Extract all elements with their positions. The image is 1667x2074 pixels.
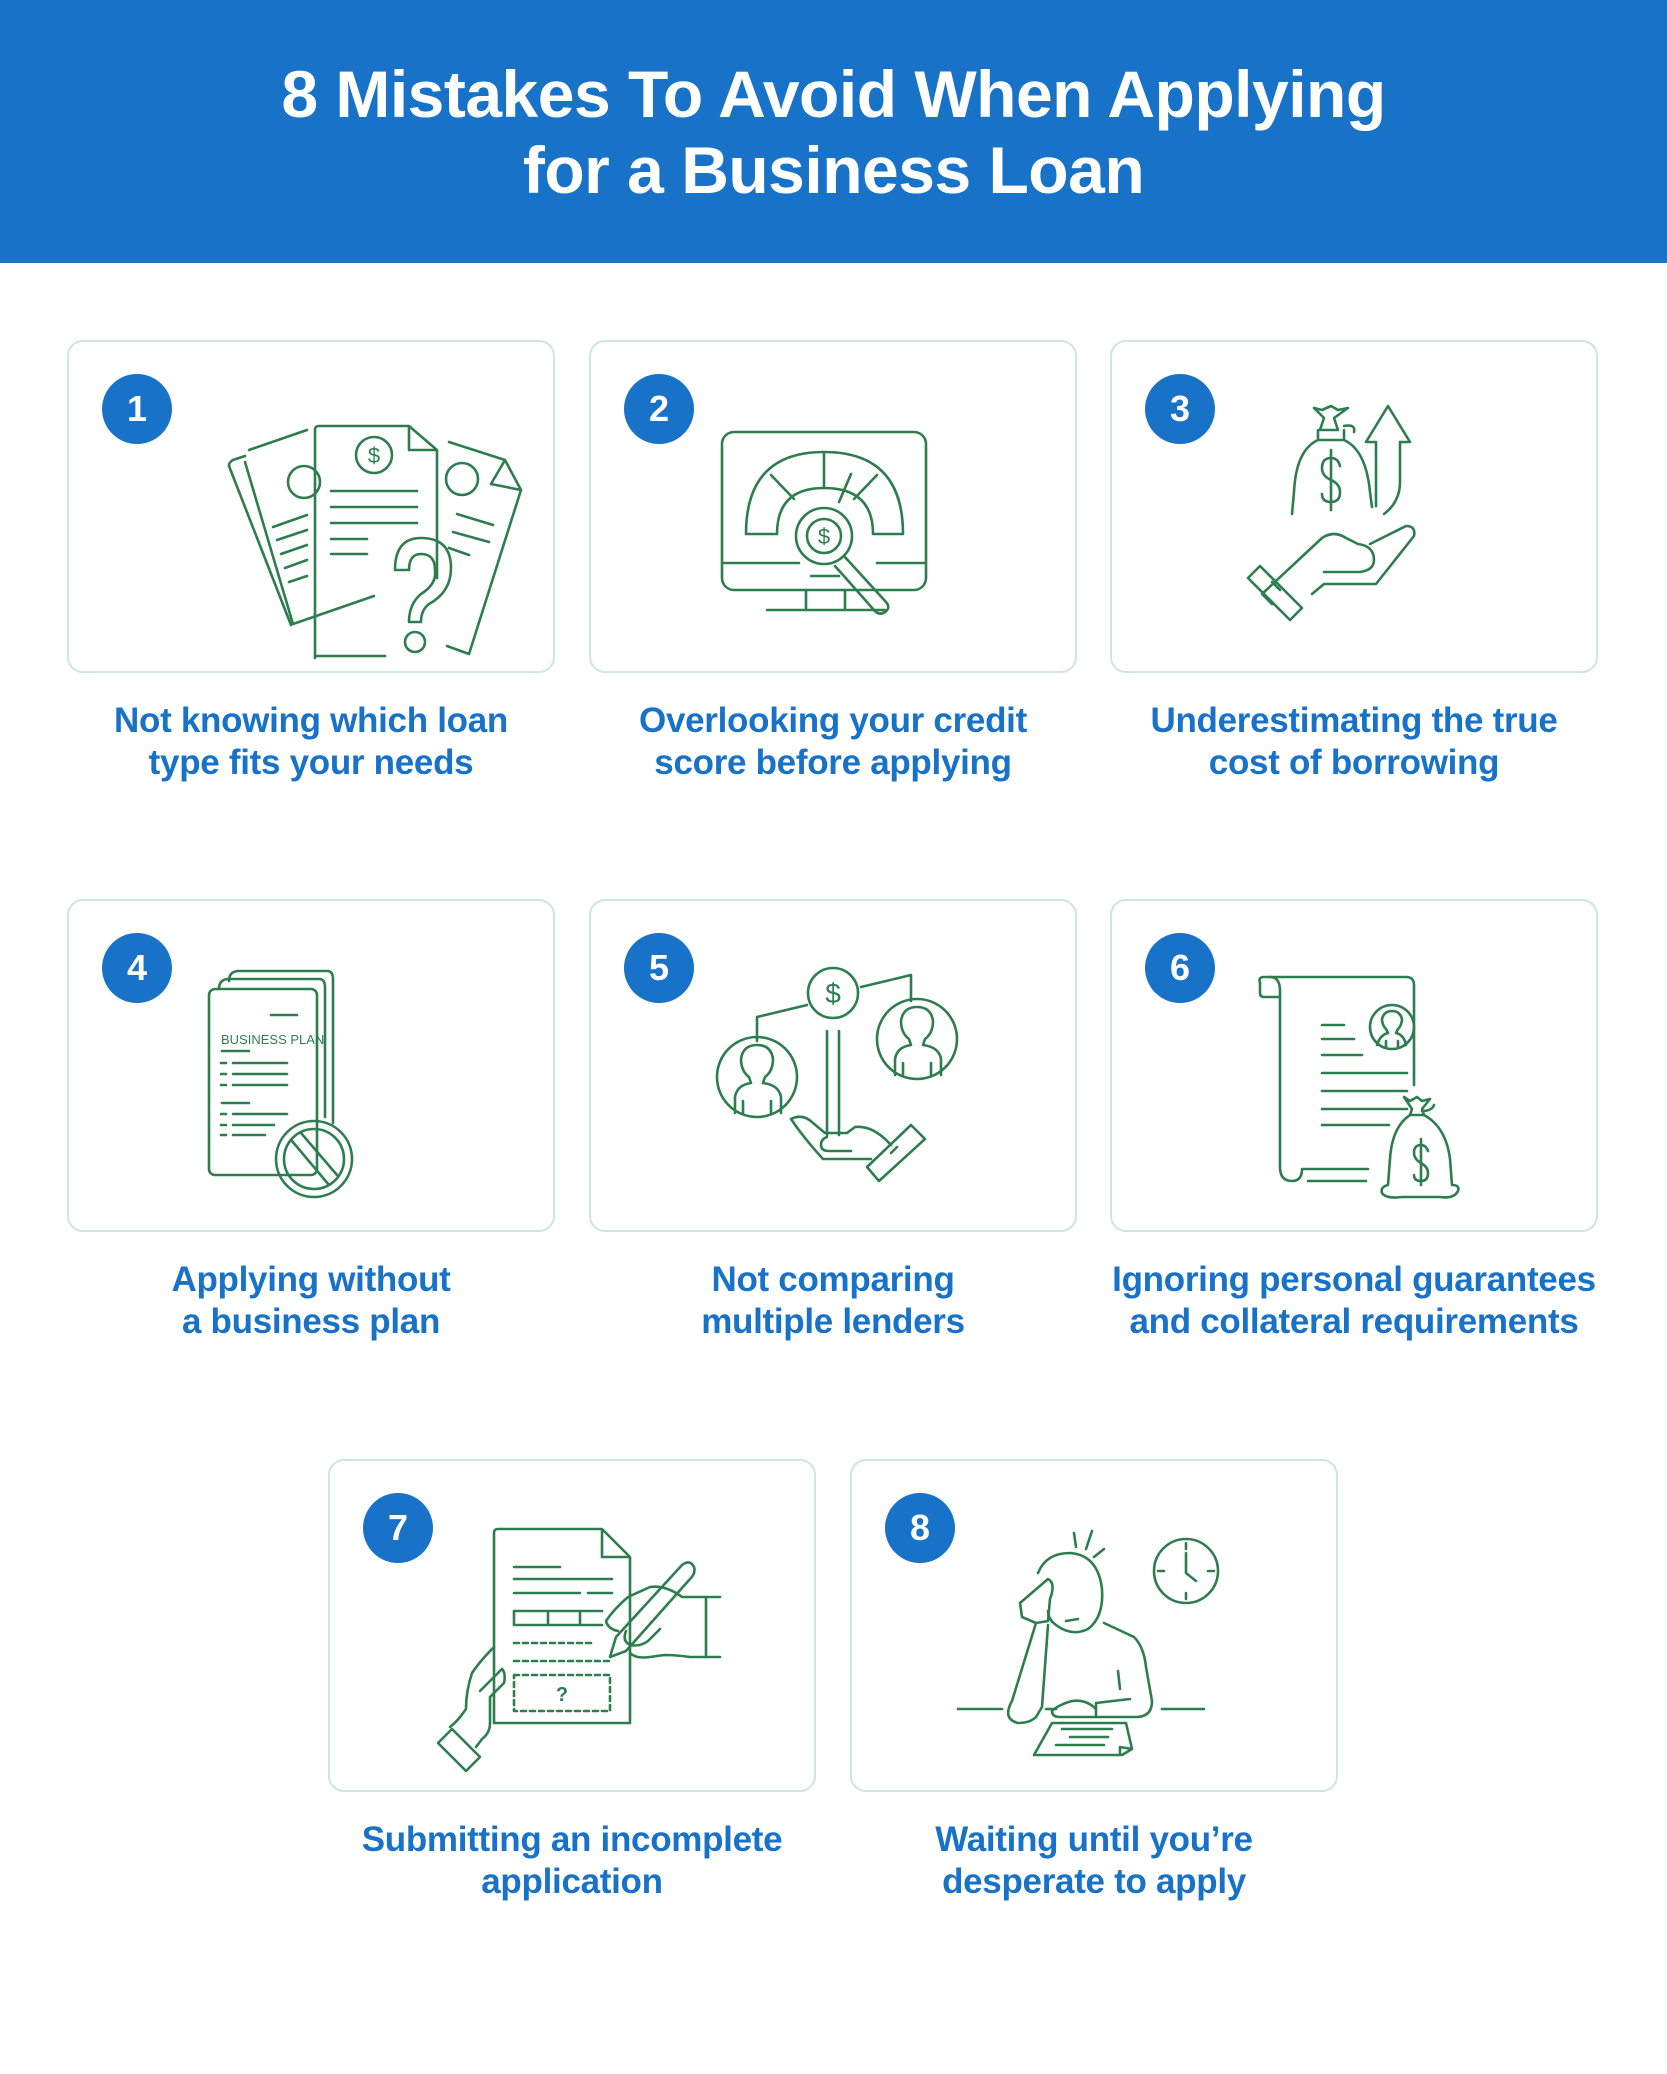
mistake-caption-7: Submitting an incomplete application [361,1820,783,1901]
mistake-caption-3: Underestimating the true cost of borrowi… [1150,701,1558,782]
mistake-number-badge: 5 [624,933,694,1003]
svg-text:BUSINESS PLAN: BUSINESS PLAN [221,1032,324,1047]
mistake-card-1: $ 1 [67,340,555,673]
mistake-number-badge: 4 [102,933,172,1003]
mistake-number-badge: 1 [102,374,172,444]
mistake-caption-8: Waiting until you’re desperate to apply [935,1820,1253,1901]
mistake-number-badge: 3 [1145,374,1215,444]
page-header: 8 Mistakes To Avoid When Applying for a … [0,0,1667,263]
credit-score-monitor-icon: $ [591,342,1079,675]
mistake-card-3: 3 [1110,340,1598,673]
mistake-number-badge: 6 [1145,933,1215,1003]
page-title-line-2: for a Business Loan [522,132,1145,207]
mistake-card-4: BUSINESS PLAN 4 [67,899,555,1232]
loan-documents-question-icon: $ [69,342,557,675]
money-bag-hand-arrow-icon [1112,342,1600,675]
mistake-card-7: ? 7 [328,1459,816,1792]
mistake-number-badge: 8 [885,1493,955,1563]
incomplete-application-form-icon: ? [330,1461,818,1794]
mistake-caption-5: Not comparing multiple lenders [701,1260,965,1341]
mistake-caption-1: Not knowing which loan type fits your ne… [114,701,508,782]
mistake-caption-2: Overlooking your credit score before app… [639,701,1027,782]
svg-text:$: $ [368,443,380,468]
lender-comparison-scale-icon: $ [591,901,1079,1234]
page-title-line-1: 8 Mistakes To Avoid When Applying [281,56,1386,131]
svg-text:?: ? [556,1684,568,1706]
mistake-number-badge: 2 [624,374,694,444]
stressed-person-clock-icon [852,1461,1340,1794]
svg-text:$: $ [818,524,830,549]
mistake-number-badge: 7 [363,1493,433,1563]
mistake-card-2: $ 2 [589,340,1077,673]
guarantee-document-money-bag-icon [1112,901,1600,1234]
mistake-caption-4: Applying without a business plan [171,1260,451,1341]
mistake-card-8: 8 [850,1459,1338,1792]
mistake-card-6: 6 [1110,899,1598,1232]
mistake-caption-6: Ignoring personal guarantees and collate… [1112,1260,1596,1341]
mistake-card-5: $ 5 [589,899,1077,1232]
svg-text:$: $ [825,978,841,1009]
business-plan-prohibited-icon: BUSINESS PLAN [69,901,557,1234]
